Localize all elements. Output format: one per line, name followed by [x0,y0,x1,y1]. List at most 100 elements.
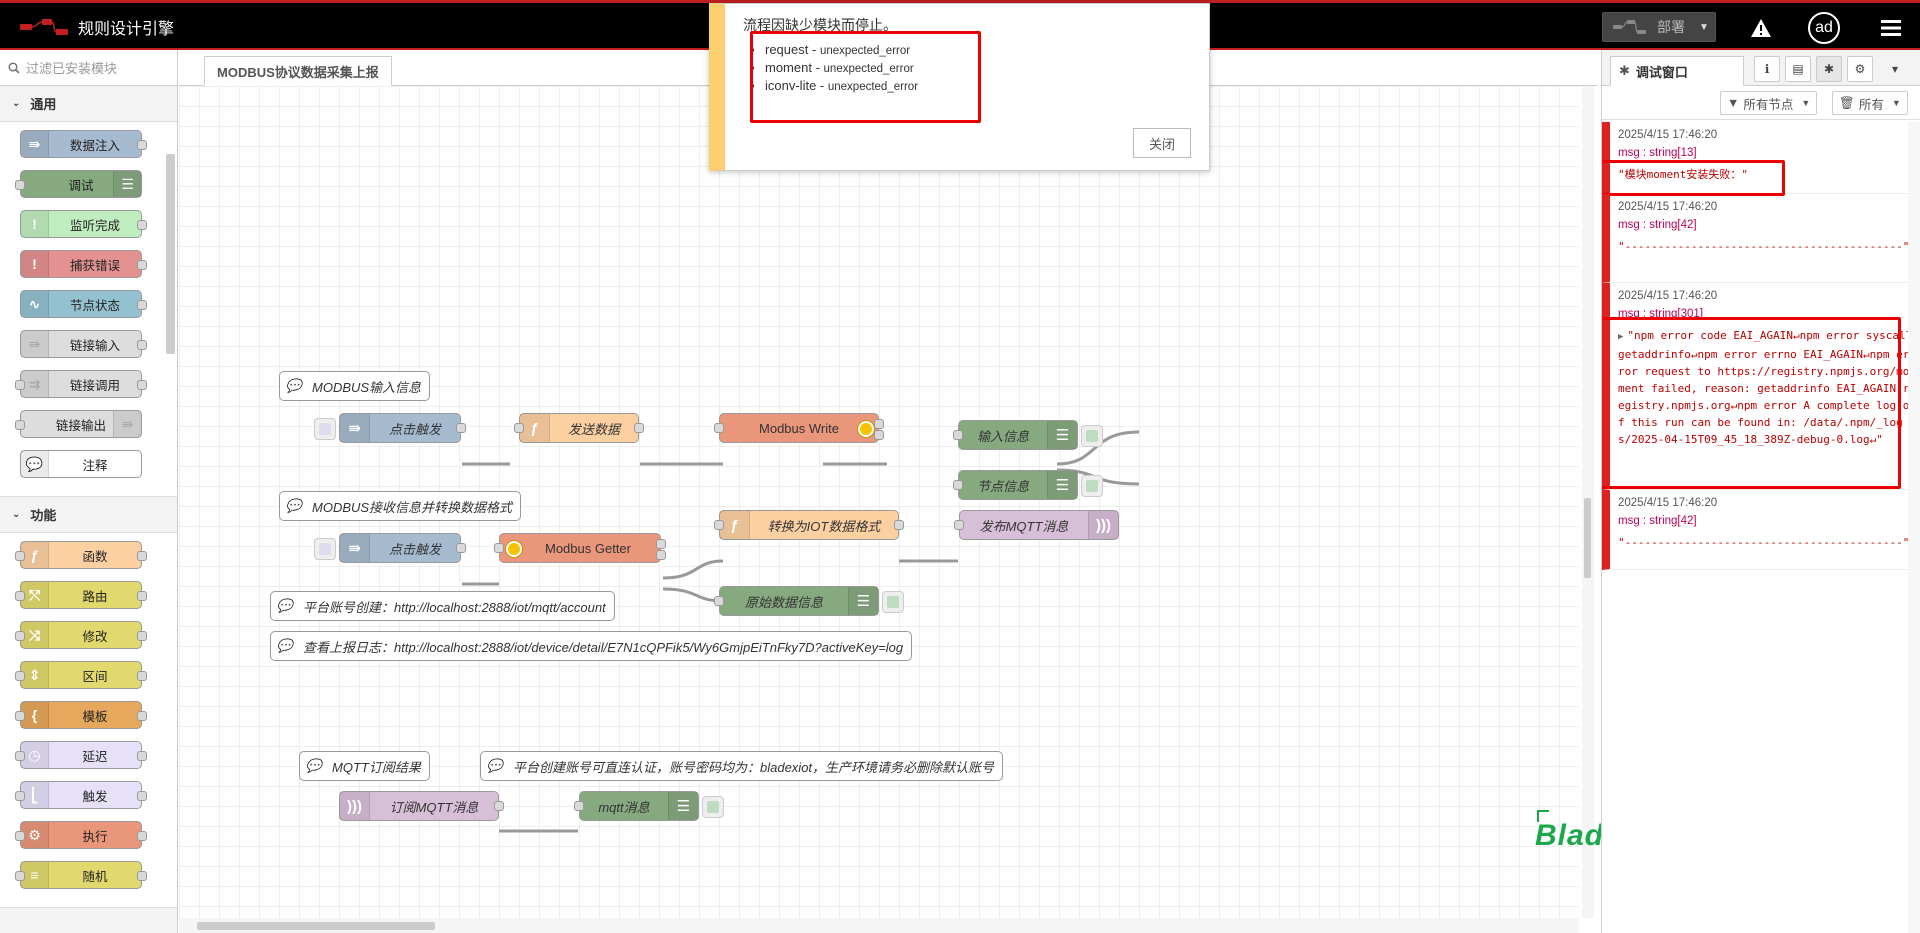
palette-node[interactable]: ⤲路由 [15,581,147,609]
output-port[interactable] [894,520,904,530]
message-type: msg : string[42] [1618,219,1697,231]
input-port[interactable] [494,543,504,553]
palette-node[interactable]: 💬注释 [20,450,142,478]
input-port [15,420,25,430]
function-node[interactable]: ƒ 转换为IOT数据格式 [714,510,904,540]
tab-debug[interactable]: ✱ 调试窗口 [1610,56,1744,86]
flow-canvas[interactable]: 💬 MODBUS输入信息 💬 MODBUS接收信息并转换数据格式 💬 平台账号创… [179,86,1579,918]
flow-wires [462,430,1140,833]
debug-message[interactable]: 2025/4/15 17:46:20 msg : string[13] "模块m… [1602,122,1920,196]
main-menu-icon[interactable] [1876,13,1906,43]
output-port[interactable] [494,801,504,811]
module-name: moment [765,60,812,75]
workspace-horizontal-scroll-thumb[interactable] [197,922,435,930]
input-port[interactable] [714,423,724,433]
user-avatar[interactable]: ad [1808,12,1840,44]
config-gear-icon[interactable]: ⚙ [1847,56,1873,82]
debug-node[interactable]: 节点信息 ☰ [953,470,1103,500]
palette-node[interactable]: 调试☰ [15,170,142,198]
palette-node[interactable]: ≡随机 [15,861,147,889]
output-port[interactable] [656,550,666,560]
deploy-dropdown-icon[interactable]: ▼ [1699,21,1709,33]
flow-comment[interactable]: 💬 MQTT订阅结果 [299,751,430,781]
palette-scrollbar[interactable] [166,154,175,354]
input-port [15,591,25,601]
flow-comment[interactable]: 💬 查看上报日志：http://localhost:2888/iot/devic… [270,631,913,661]
warning-icon[interactable] [1746,13,1776,43]
palette-search-input[interactable]: 过滤已安装模块 [0,50,177,86]
palette-category-header[interactable]: ⌄通用 [0,86,177,122]
inject-trigger-button[interactable] [314,538,336,560]
inject-trigger-button[interactable] [314,418,336,440]
flow-comment[interactable]: 💬 平台创建账号可直连认证，账号密码均为：bladexiot，生产环境请务必删除… [480,751,1004,781]
message-value[interactable]: "模块moment安装失败：" [1618,168,1748,181]
output-port[interactable] [874,419,884,429]
input-port[interactable] [714,520,724,530]
modbus-write-node[interactable]: Modbus Write [714,413,884,443]
flow-comment[interactable]: 💬 MODBUS输入信息 [279,371,431,401]
help-book-icon[interactable]: ▤ [1785,56,1811,82]
debug-toggle[interactable] [702,796,724,818]
input-port[interactable] [574,801,584,811]
mqtt-out-icon: ))) [1088,511,1118,539]
flow-comment[interactable]: 💬 MODBUS接收信息并转换数据格式 [279,491,522,521]
output-port[interactable] [656,539,666,549]
tab-modbus-flow[interactable]: MODBUS协议数据采集上报 [204,56,392,86]
workspace-vertical-scroll-thumb[interactable] [1584,498,1591,578]
input-port[interactable] [954,520,964,530]
input-port[interactable] [714,596,724,606]
message-value[interactable]: ▶"npm error code EAI_AGAIN↵npm error sys… [1618,327,1913,448]
palette-node[interactable]: ⤨修改 [15,621,147,649]
palette-node[interactable]: ◷延迟 [15,741,147,769]
output-port[interactable] [634,423,644,433]
palette-node[interactable]: ⇛数据注入 [20,130,147,158]
input-port[interactable] [953,480,963,490]
inject-node[interactable]: ⇛ 点击触发 [314,533,466,563]
output-port[interactable] [456,543,466,553]
mqtt-in-node[interactable]: ))) 订阅MQTT消息 [339,791,504,821]
debug-toggle[interactable] [1081,475,1103,497]
palette-node[interactable]: ⎣触发 [15,781,147,809]
debug-toggle[interactable] [1081,425,1103,447]
output-port[interactable] [874,430,884,440]
debug-message[interactable]: 2025/4/15 17:46:20 msg : string[301] ▶"n… [1602,283,1920,490]
palette-node-label: 执行 [82,829,108,844]
flow-comment[interactable]: 💬 平台账号创建：http://localhost:2888/iot/mqtt/… [270,591,615,621]
palette-category-header[interactable]: ⌄功能 [0,497,177,533]
palette-node[interactable]: !捕获错误 [20,250,147,278]
debug-node[interactable]: mqtt消息 ☰ [574,791,724,821]
info-tab-icon[interactable]: ℹ [1754,56,1780,82]
workspace-horizontal-scrollbar[interactable] [179,918,1579,933]
palette-node[interactable]: !监听完成 [20,210,147,238]
clear-messages-select[interactable]: 🗑 所有 ▼ [1832,91,1908,115]
palette-node[interactable]: {模板 [15,701,147,729]
message-value[interactable]: "---------------------------------------… [1618,240,1910,253]
debug-toggle[interactable] [882,591,904,613]
function-node[interactable]: ƒ 发送数据 [514,413,644,443]
debug-message[interactable]: 2025/4/15 17:46:20 msg : string[42] "---… [1602,490,1920,570]
debug-node[interactable]: 输入信息 ☰ [953,420,1103,450]
input-port[interactable] [514,423,524,433]
mqtt-out-node[interactable]: 发布MQTT消息 ))) [954,510,1119,540]
notification-close-button[interactable]: 关闭 [1133,128,1191,158]
palette-node[interactable]: ⚙执行 [15,821,147,849]
debug-scrollbar[interactable] [1908,122,1920,933]
debug-node[interactable]: 原始数据信息 ☰ [714,586,904,616]
palette-node[interactable]: 链接输出⇛ [15,410,142,438]
debug-tab-icon[interactable]: ✱ [1816,56,1842,82]
sidebar-menu-chevron-icon[interactable]: ▾ [1891,62,1899,76]
debug-message[interactable]: 2025/4/15 17:46:20 msg : string[42] "---… [1602,194,1920,283]
inject-node[interactable]: ⇛ 点击触发 [314,413,466,443]
palette-node[interactable]: ⇉链接调用 [15,370,147,398]
palette-node[interactable]: ∿节点状态 [20,290,147,318]
expand-arrow-icon[interactable]: ▶ [1618,332,1624,342]
palette-node[interactable]: ⇛链接输入 [20,330,147,358]
deploy-button[interactable]: 部署 ▼ [1602,12,1716,42]
modbus-getter-node[interactable]: Modbus Getter [494,533,666,563]
palette-node[interactable]: ⇕区间 [15,661,147,689]
filter-nodes-select[interactable]: ▼ 所有节点 ▼ [1720,91,1818,115]
message-value[interactable]: "---------------------------------------… [1618,536,1910,549]
output-port[interactable] [456,423,466,433]
input-port[interactable] [953,430,963,440]
